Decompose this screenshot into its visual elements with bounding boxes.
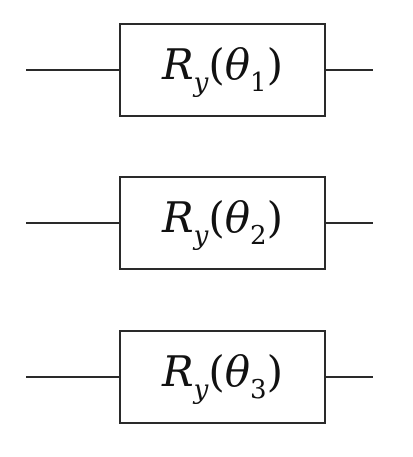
qubit-1-output-wire (325, 69, 373, 71)
gate-2-index: 2 (250, 221, 267, 251)
gate-1-angle: θ (224, 40, 251, 89)
gate-2-label: Ry(θ2) (162, 197, 283, 251)
gate-3-open-paren: ( (208, 347, 225, 396)
gate-1-index: 1 (250, 68, 267, 98)
gate-3-close-paren: ) (266, 347, 283, 396)
gate-3-label: Ry(θ3) (162, 351, 283, 405)
ry-gate-3: Ry(θ3) (119, 330, 326, 424)
gate-2-axis: y (193, 221, 209, 251)
gate-3-axis: y (193, 375, 209, 405)
gate-3-rotation: R (162, 347, 194, 396)
gate-2-rotation: R (162, 193, 194, 242)
gate-3-index: 3 (250, 375, 267, 405)
gate-1-label: Ry(θ1) (162, 44, 283, 98)
gate-3-angle: θ (224, 347, 251, 396)
ry-gate-2: Ry(θ2) (119, 176, 326, 270)
gate-1-open-paren: ( (208, 40, 225, 89)
gate-1-close-paren: ) (266, 40, 283, 89)
gate-2-close-paren: ) (266, 193, 283, 242)
gate-2-angle: θ (224, 193, 251, 242)
gate-1-rotation: R (162, 40, 194, 89)
qubit-1-input-wire (26, 69, 120, 71)
gate-1-axis: y (193, 68, 209, 98)
qubit-3-output-wire (325, 376, 373, 378)
gate-2-open-paren: ( (208, 193, 225, 242)
qubit-3-input-wire (26, 376, 120, 378)
qubit-2-output-wire (325, 222, 373, 224)
ry-gate-1: Ry(θ1) (119, 23, 326, 117)
qubit-2-input-wire (26, 222, 120, 224)
